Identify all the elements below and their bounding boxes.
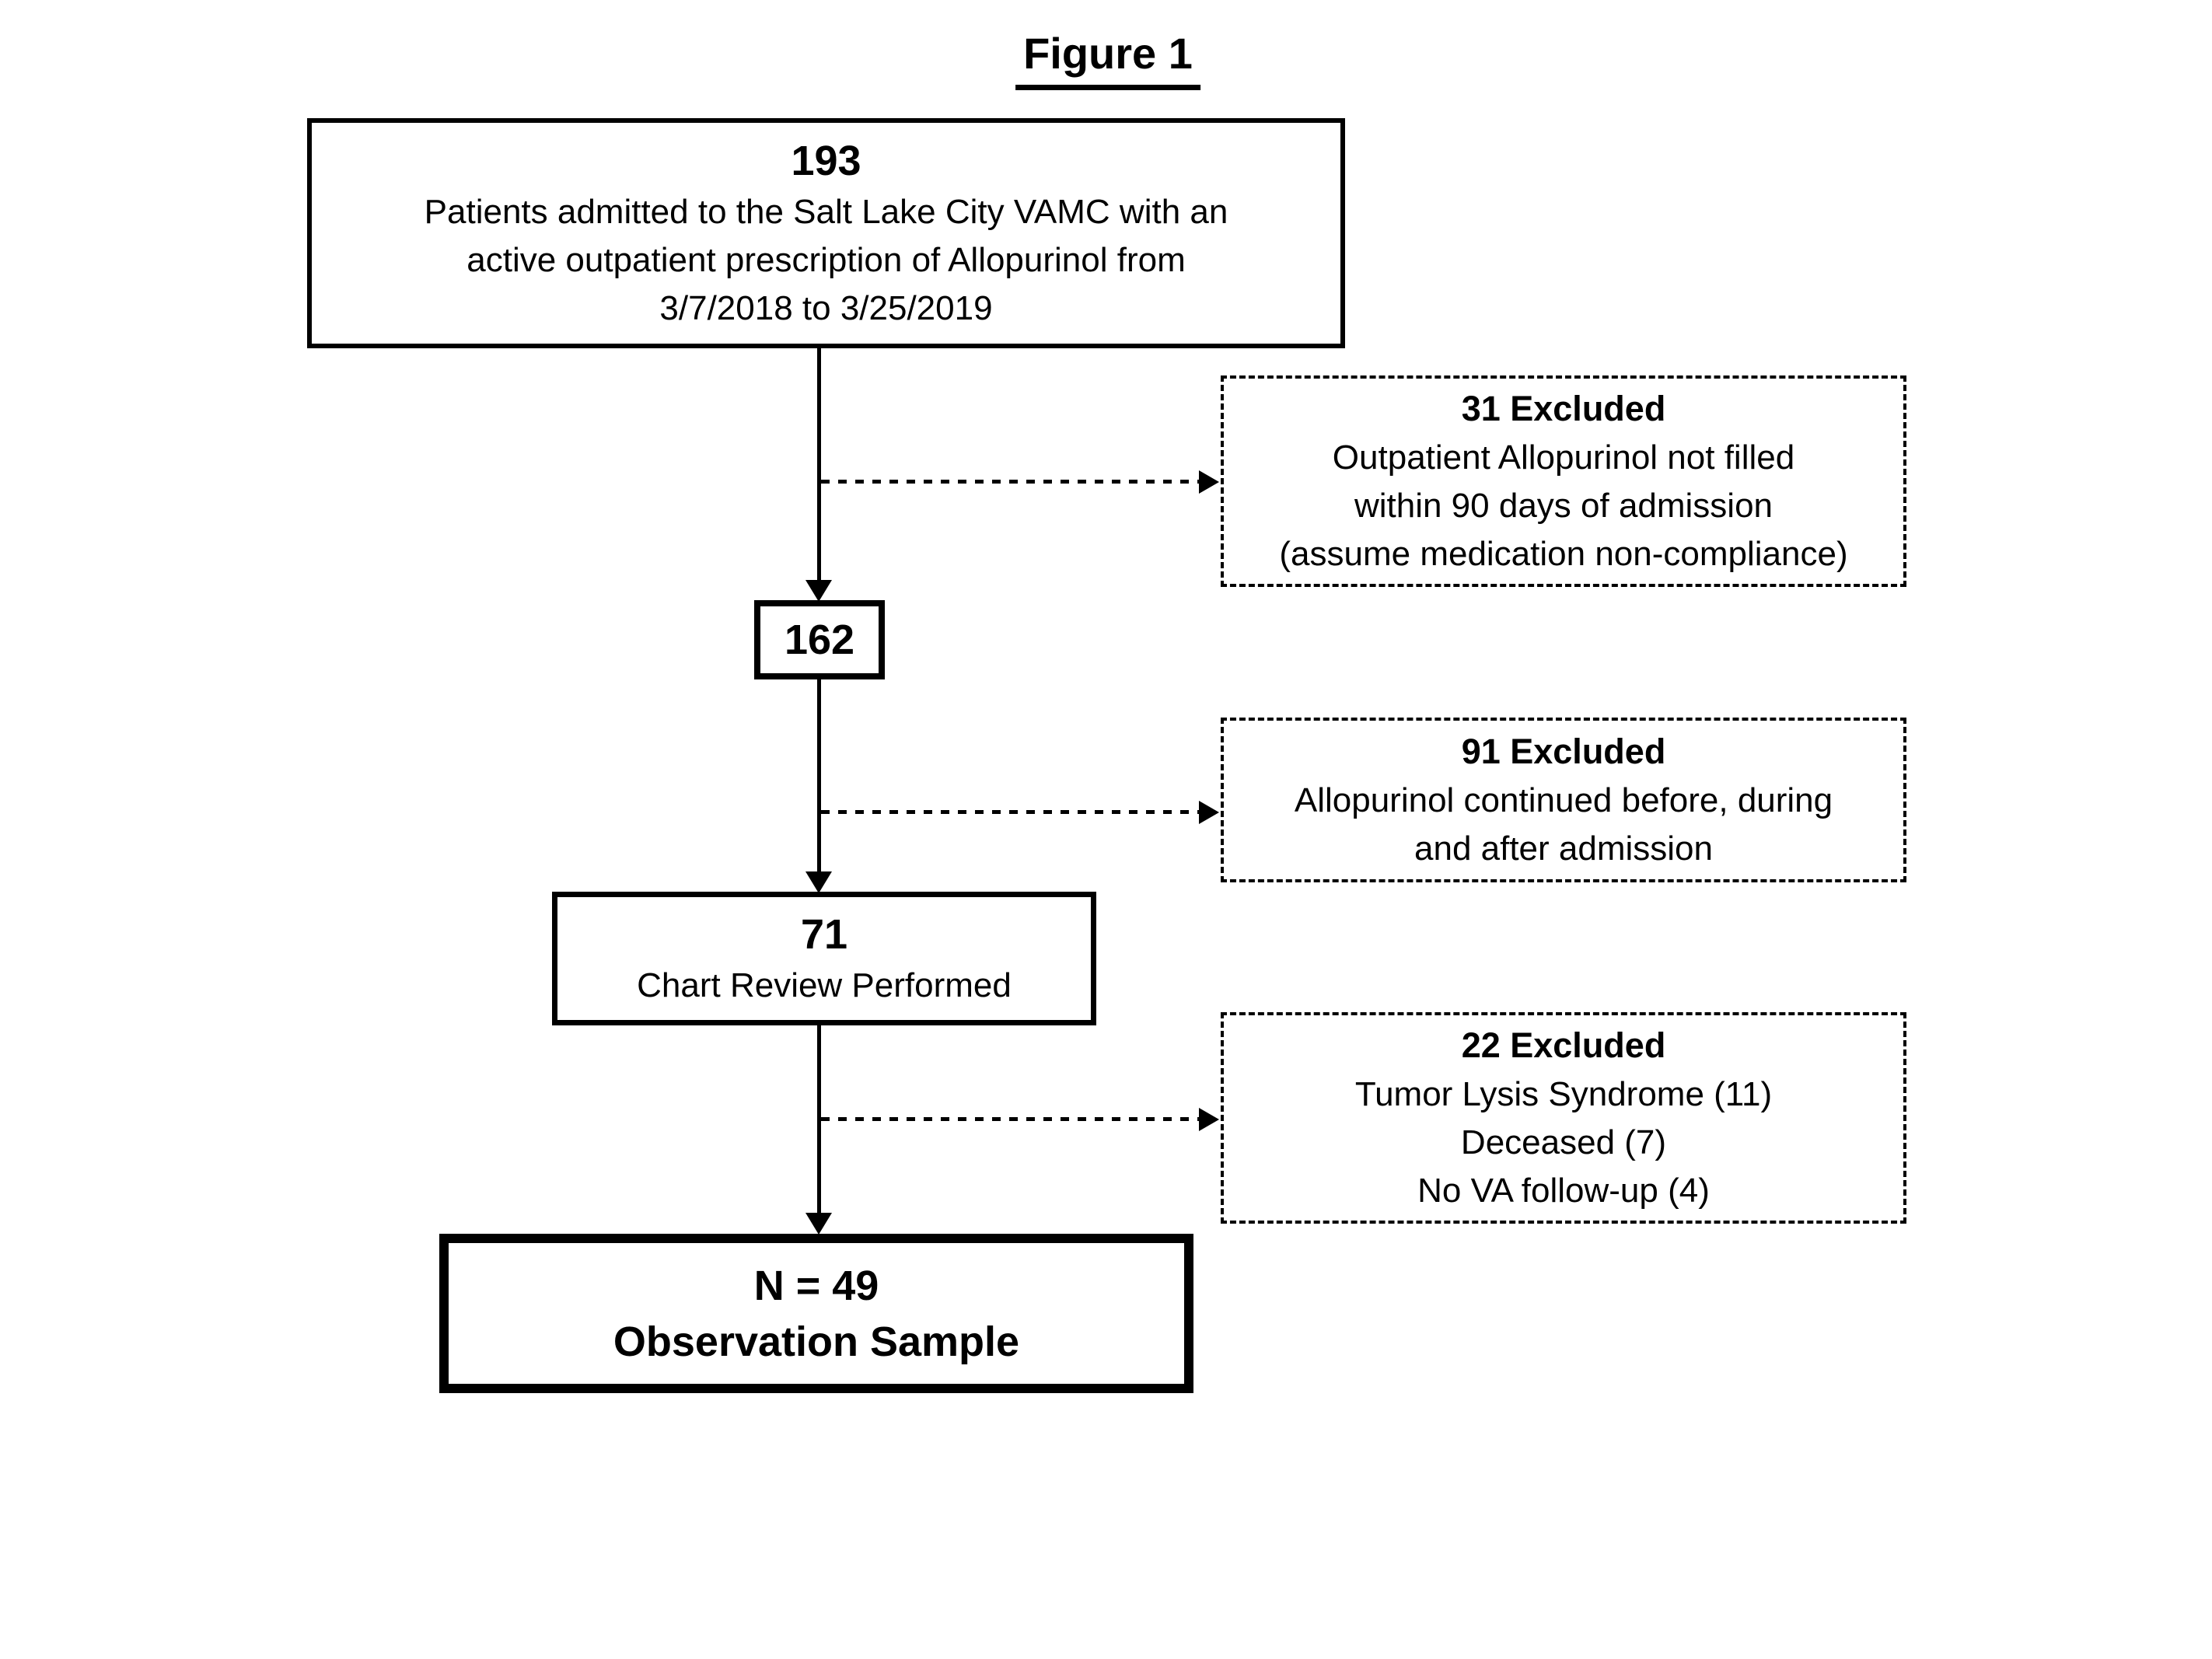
exclusion-91-line-2: and after admission xyxy=(1414,830,1713,868)
enrollment-count: 193 xyxy=(791,138,861,184)
exclusion-box-31: 31 Excluded Outpatient Allopurinol not f… xyxy=(1221,375,1906,587)
filled-box: 162 xyxy=(754,600,885,679)
exclusion-connector-1 xyxy=(821,480,1199,484)
exclusion-91-heading: 91 Excluded xyxy=(1461,732,1666,771)
right-arrowhead-icon-2 xyxy=(1199,801,1219,824)
enrollment-line-2: active outpatient prescription of Allopu… xyxy=(467,241,1186,279)
exclusion-connector-3 xyxy=(821,1117,1199,1121)
exclusion-22-line-3: No VA follow-up (4) xyxy=(1417,1172,1710,1210)
observation-count: N = 49 xyxy=(753,1262,879,1309)
down-arrowhead-icon-3 xyxy=(805,1213,832,1235)
enrollment-box: 193 Patients admitted to the Salt Lake C… xyxy=(307,118,1345,348)
right-arrowhead-icon-1 xyxy=(1199,470,1219,494)
exclusion-22-heading: 22 Excluded xyxy=(1461,1025,1666,1065)
exclusion-31-line-3: (assume medication non-compliance) xyxy=(1279,535,1848,573)
filled-count: 162 xyxy=(784,616,855,663)
exclusion-box-91: 91 Excluded Allopurinol continued before… xyxy=(1221,718,1906,882)
exclusion-31-line-1: Outpatient Allopurinol not filled xyxy=(1332,438,1795,477)
exclusion-31-line-2: within 90 days of admission xyxy=(1354,487,1773,525)
connector-line-2 xyxy=(817,679,821,872)
exclusion-22-line-1: Tumor Lysis Syndrome (11) xyxy=(1354,1075,1773,1113)
enrollment-line-1: Patients admitted to the Salt Lake City … xyxy=(424,193,1228,231)
chart-review-count: 71 xyxy=(800,911,848,958)
observation-label: Observation Sample xyxy=(613,1318,1020,1365)
connector-line-3 xyxy=(817,1025,821,1214)
connector-line-1 xyxy=(817,348,821,582)
chart-review-label: Chart Review Performed xyxy=(637,966,1012,1004)
exclusion-91-line-1: Allopurinol continued before, during xyxy=(1294,781,1833,819)
exclusion-box-22: 22 Excluded Tumor Lysis Syndrome (11) De… xyxy=(1221,1012,1906,1224)
chart-review-box: 71 Chart Review Performed xyxy=(552,892,1096,1025)
exclusion-connector-2 xyxy=(821,810,1199,814)
right-arrowhead-icon-3 xyxy=(1199,1108,1219,1131)
enrollment-line-3: 3/7/2018 to 3/25/2019 xyxy=(659,289,993,327)
figure-title: Figure 1 xyxy=(1015,28,1200,90)
exclusion-22-line-2: Deceased (7) xyxy=(1460,1123,1667,1161)
observation-sample-box: N = 49 Observation Sample xyxy=(439,1234,1193,1393)
down-arrowhead-icon-1 xyxy=(805,580,832,602)
exclusion-31-heading: 31 Excluded xyxy=(1461,389,1666,428)
down-arrowhead-icon-2 xyxy=(805,871,832,893)
